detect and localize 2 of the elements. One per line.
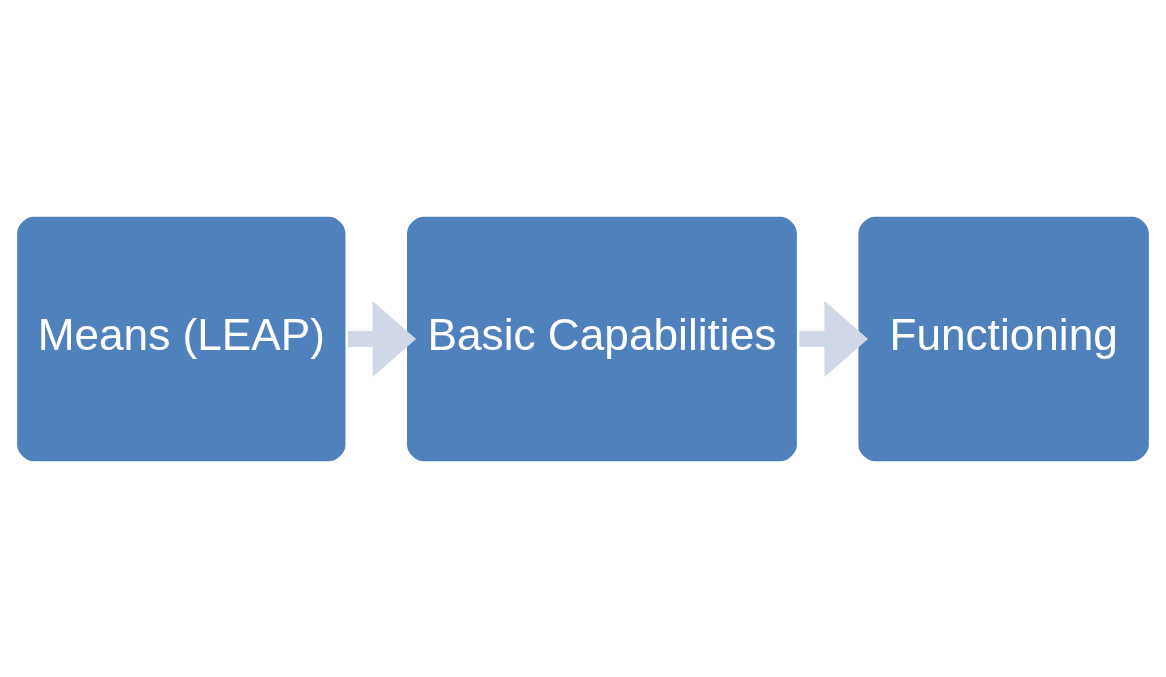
arrow xyxy=(347,300,417,377)
arrow xyxy=(799,300,868,377)
